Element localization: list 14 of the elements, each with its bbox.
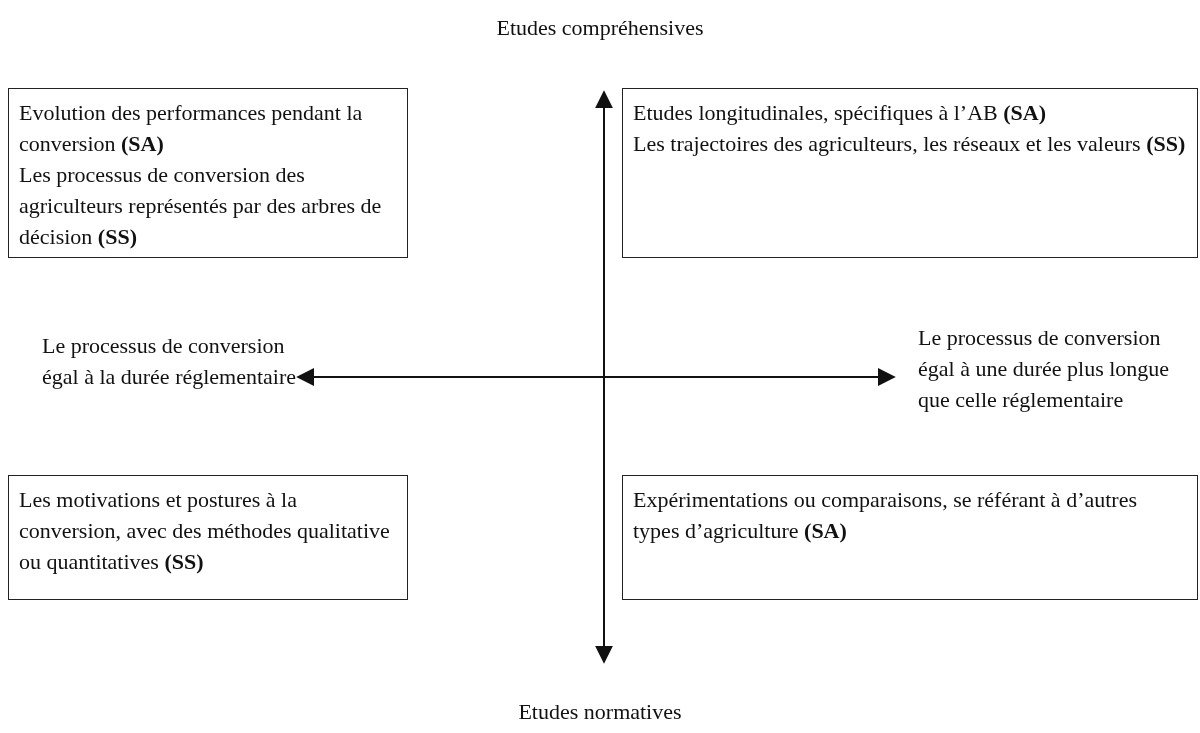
- box-text: Etudes longitudinales, spécifiques à l’AB (SA): [633, 99, 1048, 127]
- axis-label: Etudes normatives: [517, 698, 683, 726]
- box-text: Les motivations et postures à la conversion, avec des méthodes qualitative ou quantitatives (SS): [19, 486, 391, 576]
- axis-label: Etudes compréhensives: [495, 14, 705, 42]
- quadrant-box: [622, 475, 1198, 600]
- quadrant-box: [8, 475, 408, 600]
- axis-label: Le processus de conversion égal à la durée réglementaire: [42, 332, 298, 391]
- box-text: Les trajectoires des agriculteurs, les réseaux et les valeurs (SS): [633, 130, 1187, 158]
- box-text: Evolution des performances pendant la conversion (SA): [19, 99, 364, 158]
- axis-label: Le processus de conversion égal à une durée plus longue que celle réglementaire: [918, 324, 1171, 414]
- box-text: Expérimentations ou comparaisons, se référant à d’autres types d’agriculture (SA): [633, 486, 1138, 545]
- quadrant-box: [622, 88, 1198, 258]
- box-text: Les processus de conversion des agriculteurs représentés par des arbres de décision (SS): [19, 161, 383, 251]
- quadrant-box: [8, 88, 408, 258]
